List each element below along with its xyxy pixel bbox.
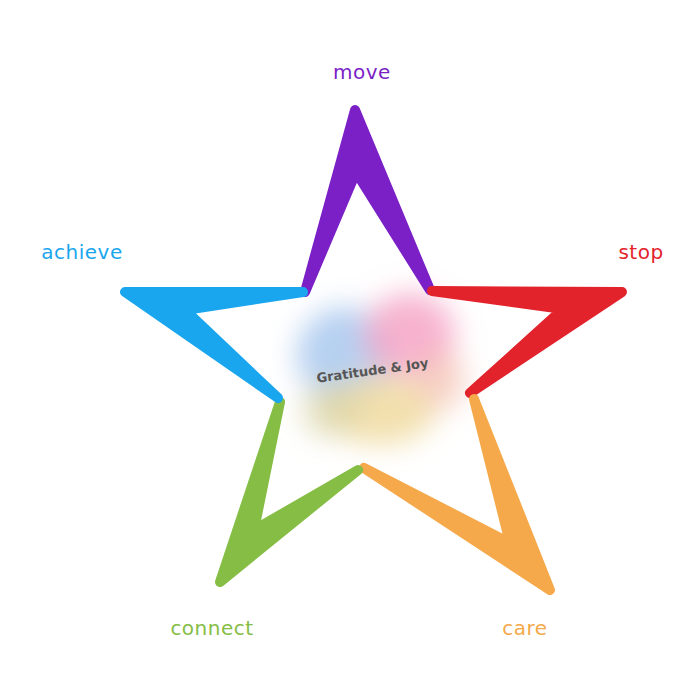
- center-blob: Gratitude & Joy: [302, 340, 442, 400]
- star-arm: [305, 110, 430, 292]
- point-label: move: [333, 60, 391, 84]
- watercolor-blob: [297, 293, 465, 445]
- star-arm: [220, 402, 358, 582]
- star-arm: [364, 399, 550, 590]
- point-label: achieve: [41, 240, 122, 264]
- center-text: Gratitude & Joy: [315, 355, 429, 386]
- star-arm: [125, 292, 303, 398]
- point-label: stop: [618, 240, 663, 264]
- point-label: connect: [170, 616, 253, 640]
- star-arm: [432, 291, 622, 393]
- point-label: care: [502, 616, 547, 640]
